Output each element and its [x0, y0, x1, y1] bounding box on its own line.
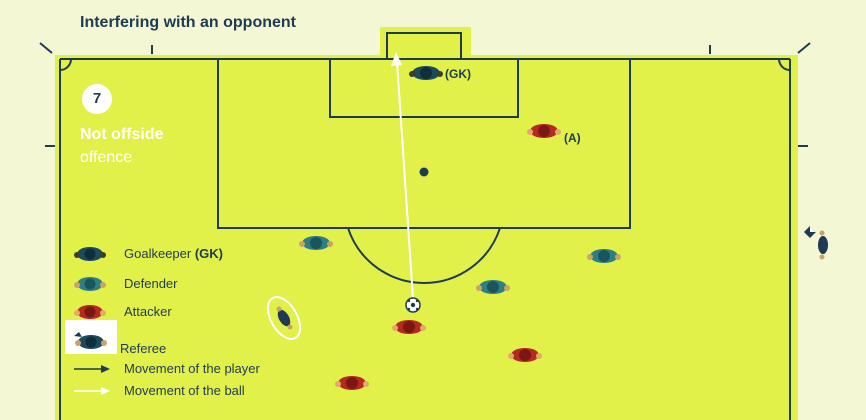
legend-attacker: Attacker — [124, 304, 172, 319]
legend-referee-box — [65, 320, 117, 354]
legend-goalkeeper-label: Goalkeeper — [124, 246, 191, 261]
legend-player-movement: Movement of the player — [124, 361, 260, 376]
goalkeeper-label: (GK) — [445, 67, 471, 81]
legend-referee: Referee — [120, 341, 166, 356]
legend-goalkeeper-tag: (GK) — [195, 246, 223, 261]
legend-goalkeeper: Goalkeeper (GK) — [124, 246, 223, 261]
diagram-title: Interfering with an opponent — [80, 14, 296, 32]
verdict-main: Not offside — [80, 126, 164, 144]
attacker-a-label: (A) — [564, 131, 581, 145]
ball — [406, 298, 420, 312]
scene-number-badge: 7 — [82, 84, 112, 114]
penalty-spot — [420, 168, 429, 177]
legend-ball-movement: Movement of the ball — [124, 383, 245, 398]
goal-surface — [380, 27, 471, 57]
referee-legend-icon — [65, 320, 117, 354]
legend-defender: Defender — [124, 276, 177, 291]
verdict-sub: offence — [80, 149, 132, 167]
